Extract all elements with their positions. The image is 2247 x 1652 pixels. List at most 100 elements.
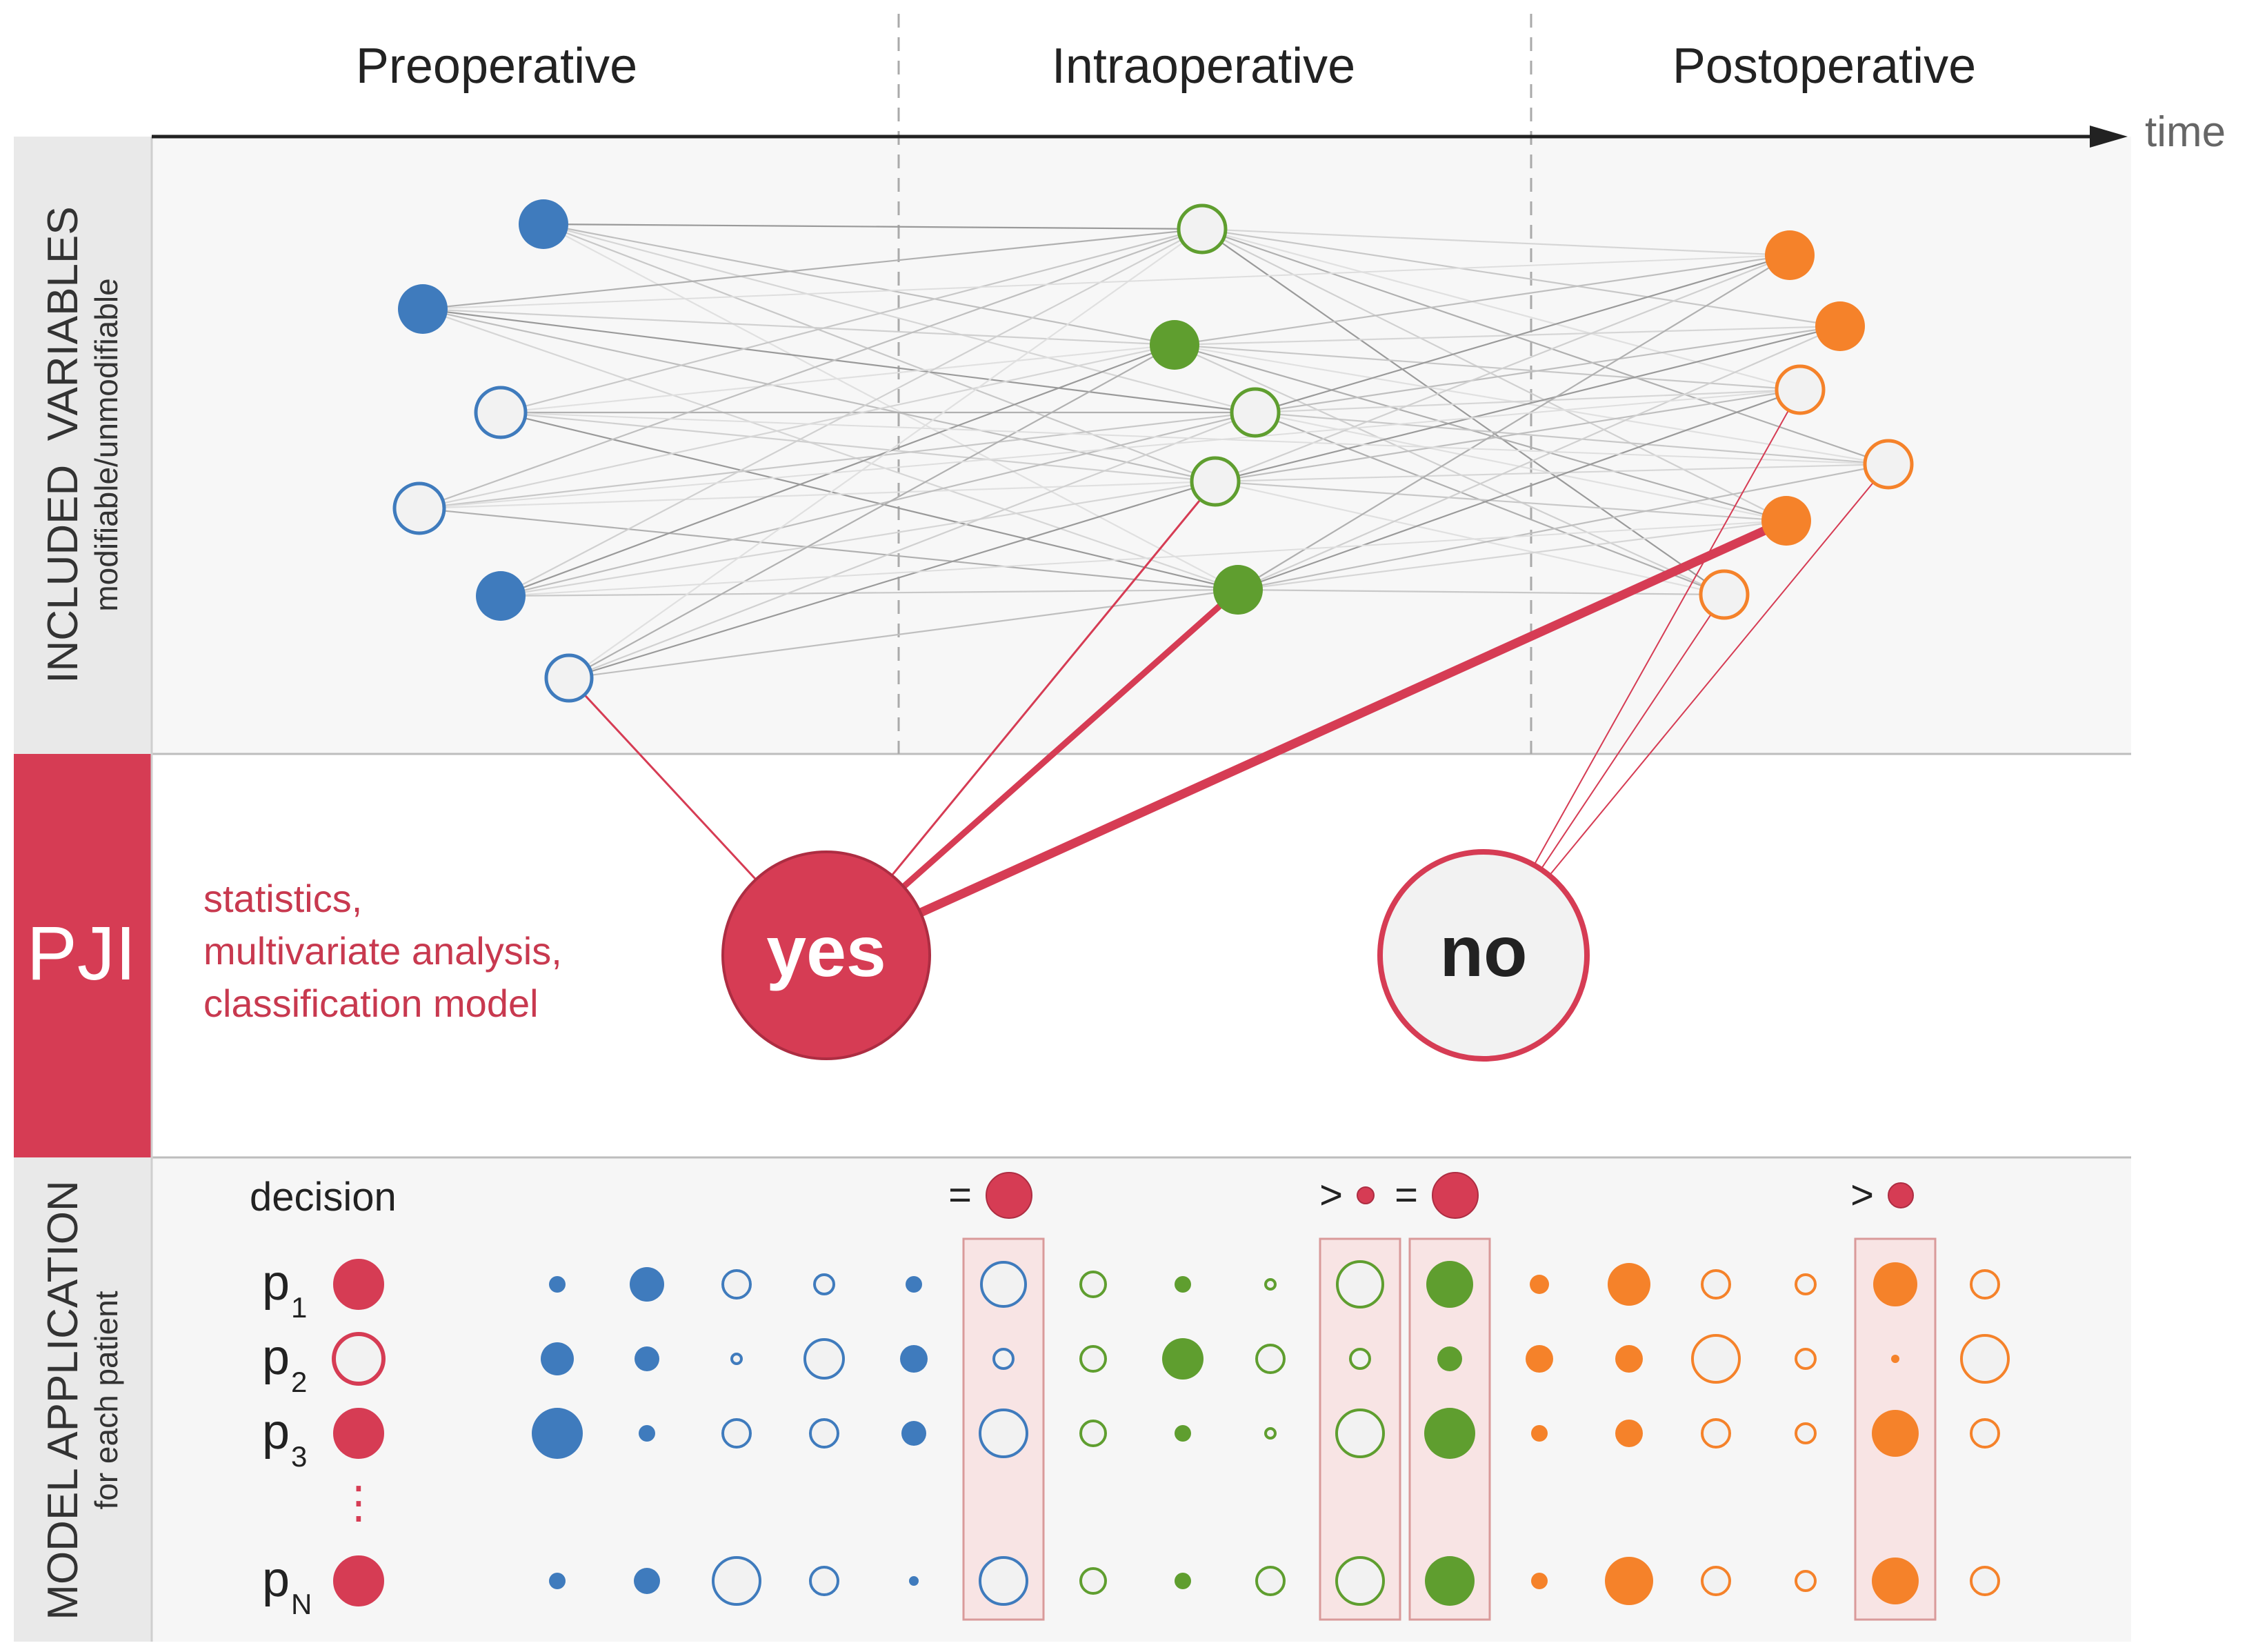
postoperative-value-dot <box>1701 1418 1731 1449</box>
patient-label-subscript: 3 <box>291 1440 307 1473</box>
connection-line <box>422 308 1256 414</box>
connection-line <box>1215 480 1787 522</box>
preoperative-value-dot <box>979 1409 1028 1458</box>
pji-panel <box>152 754 2131 1157</box>
connection-line <box>1174 344 1801 391</box>
connection-line <box>422 308 1216 483</box>
postoperative-value-dot <box>1530 1275 1549 1294</box>
intraoperative-value-dot <box>1335 1556 1385 1606</box>
decision-rule-threshold-dot <box>1357 1186 1375 1204</box>
decision-rule-threshold-dot <box>986 1172 1032 1219</box>
connection-line <box>419 344 1175 510</box>
patient-label-subscript: 1 <box>291 1291 307 1324</box>
connection-line <box>419 480 1216 510</box>
preoperative-value-dot <box>803 1338 845 1380</box>
decision-rule-symbol: = <box>1395 1173 1418 1217</box>
postoperative-value-dot <box>1615 1420 1643 1447</box>
postoperative-value-dot <box>1970 1269 2000 1300</box>
connection-line <box>1201 228 1790 257</box>
postoperative-value-dot <box>1701 1269 1731 1300</box>
connection-line <box>1201 228 1787 521</box>
connection-line <box>568 228 1203 679</box>
connection-line <box>1174 344 1787 522</box>
postoperative-variable-node <box>1761 496 1811 546</box>
connection-line <box>1201 228 1725 595</box>
intraoperative-value-dot <box>1079 1420 1107 1447</box>
postoperative-value-dot <box>1960 1334 2010 1384</box>
preoperative-value-dot <box>809 1566 839 1596</box>
connection-line <box>1237 588 1725 596</box>
outcome-no-node <box>1377 849 1590 1062</box>
intraoperative-value-dot <box>1162 1338 1204 1380</box>
preoperative-value-dot <box>549 1276 566 1293</box>
connection-line <box>1215 388 1801 483</box>
postoperative-value-dot <box>1701 1566 1731 1596</box>
intraoperative-value-dot <box>1264 1427 1277 1440</box>
connection-line <box>1174 344 1725 596</box>
connection-line <box>419 411 1256 510</box>
patient-outcome-dot <box>332 1332 386 1386</box>
preoperative-value-dot <box>639 1425 655 1442</box>
variable-nodes <box>392 199 1914 703</box>
preoperative-variable-node <box>476 571 526 621</box>
connection-line <box>1237 325 1841 591</box>
connection-line <box>500 344 1175 597</box>
decision-rule-threshold-dot <box>1432 1172 1479 1219</box>
connection-line <box>419 507 1239 591</box>
postoperative-value-dot <box>1531 1425 1548 1442</box>
connection-line <box>1215 325 1841 483</box>
variables-subtitle: modifiable/unmodifiable <box>88 278 124 611</box>
postoperative-variable-node <box>1699 569 1750 620</box>
connection-line <box>419 228 1203 510</box>
application-subtitle: for each patient <box>88 1291 124 1509</box>
connection-line <box>1215 254 1790 483</box>
intraoperative-value-dot <box>1255 1344 1286 1374</box>
connection-line <box>543 223 1175 346</box>
preoperative-value-dot <box>549 1573 566 1589</box>
patient-ellipsis: ⋮ <box>337 1477 381 1527</box>
intraoperative-value-dot <box>1079 1271 1107 1298</box>
patient-outcome-dot <box>333 1555 384 1606</box>
outcome-yes-node <box>721 850 931 1060</box>
preoperative-value-dot <box>809 1418 839 1449</box>
preoperative-value-dot <box>813 1273 835 1295</box>
time-axis-arrowhead <box>2090 126 2128 148</box>
preoperative-variable-node <box>392 481 446 535</box>
intraoperative-value-dot <box>1175 1276 1191 1293</box>
connection-line <box>1201 228 1801 391</box>
connection-line <box>422 308 1239 591</box>
patient-variable-values <box>532 1260 2010 1606</box>
connection-line <box>500 588 1239 597</box>
variables-sidebar <box>14 137 152 754</box>
decision-rules: =>=> <box>948 1172 1914 1219</box>
variables-title: INCLUDED VARIABLES <box>39 206 87 683</box>
connection-line <box>568 344 1175 679</box>
preoperative-variable-node <box>544 653 594 703</box>
postoperative-value-dot <box>1970 1566 2000 1596</box>
pji-title: PJI <box>27 911 137 996</box>
connection-line <box>1215 480 1725 596</box>
connection-line <box>500 228 1203 597</box>
postoperative-variable-node <box>1815 301 1865 351</box>
postoperative-variable-node <box>1765 230 1815 280</box>
preoperative-value-dot <box>721 1269 752 1300</box>
application-sidebar <box>14 1157 152 1642</box>
postoperative-value-dot <box>1872 1410 1919 1457</box>
connection-line <box>422 228 1203 310</box>
outcome-yes-label: yes <box>766 912 886 992</box>
methods-line-2: multivariate analysis, <box>203 929 562 973</box>
patient-label: p <box>262 1330 290 1385</box>
connection-line <box>1174 254 1790 346</box>
intraoperative-value-dot <box>1349 1348 1371 1370</box>
connection-line <box>500 412 1889 465</box>
intraoperative-value-dot <box>1425 1556 1475 1606</box>
intraoperative-value-dot <box>1255 1566 1286 1596</box>
postoperative-value-dot <box>1691 1334 1741 1384</box>
connection-line <box>1201 228 1889 466</box>
intraoperative-value-dot <box>1079 1345 1107 1373</box>
connection-line <box>543 223 1203 230</box>
pji-link-line <box>1483 389 1801 956</box>
variable-connections <box>419 223 1889 679</box>
intraoperative-value-dot <box>1426 1261 1473 1308</box>
